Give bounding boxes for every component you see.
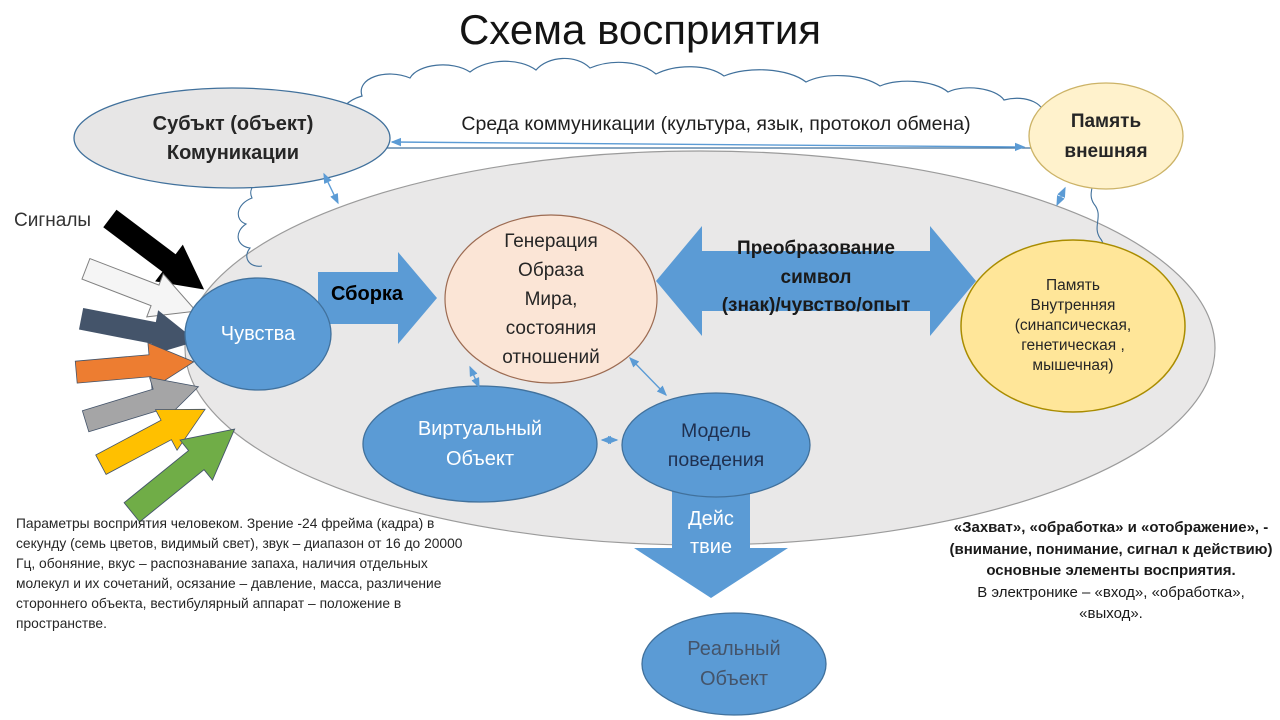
signal-arrow-black-icon <box>103 209 205 290</box>
signal-arrow-white-icon <box>81 257 198 318</box>
behavior-model-ellipse <box>621 392 811 498</box>
signal-arrow-orange-icon <box>74 342 195 390</box>
signal-arrows-group <box>74 209 236 523</box>
assembly-arrow-icon <box>318 252 437 344</box>
world-virtual-connector-arrow <box>469 365 480 389</box>
world-image-ellipse <box>444 214 658 384</box>
world-behavior-connector-arrow <box>629 356 667 397</box>
virtual-object-ellipse <box>362 385 598 503</box>
communication-cloud <box>337 57 1054 149</box>
perception-parameters-note: Параметры восприятия человеком. Зрение -… <box>16 516 463 631</box>
memory-external-body-connector-arrow <box>1056 186 1066 207</box>
processing-note: «Захват», «обработка» и «отображение», -… <box>948 517 1274 625</box>
transformation-double-arrow-icon <box>656 226 976 336</box>
signal-arrow-green-icon <box>123 428 236 523</box>
processing-note-regular: В электронике – «вход», «обработка», «вы… <box>977 583 1245 623</box>
real-object-ellipse <box>641 612 827 716</box>
signal-arrow-grey-icon <box>81 377 200 433</box>
signal-arrow-yellow-icon <box>95 408 206 475</box>
subject-ellipse <box>73 87 391 189</box>
memory-internal-ellipse <box>960 239 1186 413</box>
memory-external-ellipse <box>1028 82 1184 190</box>
action-arrow-icon <box>634 486 788 598</box>
connector-arrows-group <box>323 137 1066 445</box>
subject-body-connector-arrow <box>323 172 339 205</box>
environment-connector-arrow <box>390 137 1026 152</box>
signal-arrow-slate-icon <box>78 307 197 356</box>
feelings-ellipse <box>184 277 332 391</box>
processing-note-bold: «Захват», «обработка» и «отображение», -… <box>949 519 1273 579</box>
page-title: Схема восприятия <box>458 6 822 53</box>
